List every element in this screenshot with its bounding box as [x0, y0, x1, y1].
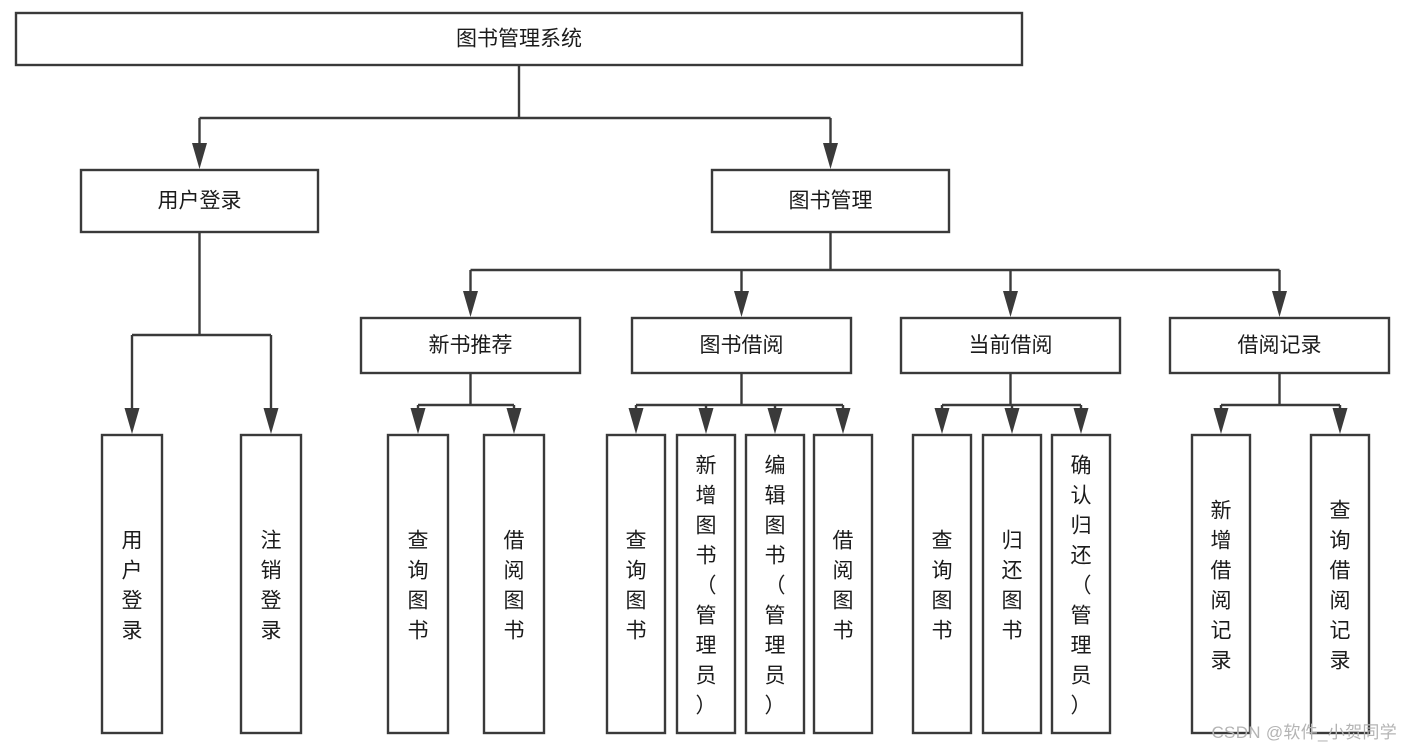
- node-borrow-record[interactable]: 借阅记录: [1168, 316, 1391, 375]
- node-box[interactable]: [981, 433, 1043, 735]
- node-user-login[interactable]: 用户登录: [79, 168, 320, 234]
- arrow-head-icon: [734, 291, 749, 317]
- node-label: 图书管理: [789, 190, 873, 213]
- node-label: 确认归还（管理员）: [1071, 454, 1092, 717]
- node-box[interactable]: [100, 433, 164, 735]
- arrow-head-icon: [1004, 408, 1020, 434]
- node-book-manage[interactable]: 图书管理: [710, 168, 951, 234]
- node-box[interactable]: [1190, 433, 1252, 735]
- node-label: 新增借阅记录: [1211, 499, 1232, 672]
- arrow-head-icon: [1272, 291, 1287, 317]
- node-box[interactable]: [14, 11, 1024, 67]
- node-label: 编辑图书（管理员）: [765, 454, 786, 717]
- node-leaf-query-record[interactable]: 查询借阅记录: [1309, 433, 1371, 735]
- node-box[interactable]: [79, 168, 320, 234]
- node-label: 图书管理系统: [456, 28, 582, 51]
- node-label: 用户登录: [158, 190, 242, 213]
- node-label: 归还图书: [1002, 529, 1023, 642]
- node-box[interactable]: [605, 433, 667, 735]
- node-label: 借阅记录: [1238, 334, 1322, 357]
- node-new-book-rec[interactable]: 新书推荐: [359, 316, 582, 375]
- node-box[interactable]: [710, 168, 951, 234]
- node-leaf-query-book-1[interactable]: 查询图书: [386, 433, 450, 735]
- arrow-head-icon: [1213, 408, 1229, 434]
- node-leaf-confirm-return[interactable]: 确认归还（管理员）: [1050, 433, 1112, 735]
- node-leaf-return-book[interactable]: 归还图书: [981, 433, 1043, 735]
- connector-layer: [124, 65, 1348, 434]
- node-label: 图书借阅: [700, 334, 784, 357]
- node-box[interactable]: [744, 433, 806, 735]
- arrow-head-icon: [506, 408, 522, 434]
- node-leaf-user-login[interactable]: 用户登录: [100, 433, 164, 735]
- node-leaf-borrow-book-2[interactable]: 借阅图书: [812, 433, 874, 735]
- arrow-head-icon: [463, 291, 478, 317]
- arrow-head-icon: [823, 143, 838, 169]
- node-box[interactable]: [482, 433, 546, 735]
- node-label: 新书推荐: [429, 334, 513, 357]
- node-label: 查询图书: [932, 529, 953, 642]
- arrow-head-icon: [192, 143, 207, 169]
- node-box[interactable]: [1309, 433, 1371, 735]
- node-layer: 图书管理系统用户登录图书管理新书推荐图书借阅当前借阅借阅记录用户登录注销登录查询…: [14, 11, 1391, 735]
- node-leaf-add-record[interactable]: 新增借阅记录: [1190, 433, 1252, 735]
- node-leaf-borrow-book-1[interactable]: 借阅图书: [482, 433, 546, 735]
- node-label: 查询借阅记录: [1330, 499, 1351, 672]
- arrow-head-icon: [1332, 408, 1348, 434]
- node-label: 新增图书（管理员）: [696, 454, 717, 717]
- watermark-text: CSDN @软件_小贺同学: [1211, 723, 1397, 742]
- node-box[interactable]: [386, 433, 450, 735]
- arrow-head-icon: [767, 408, 783, 434]
- arrow-head-icon: [628, 408, 644, 434]
- node-leaf-logout[interactable]: 注销登录: [239, 433, 303, 735]
- arrow-head-icon: [934, 408, 950, 434]
- arrow-head-icon: [263, 408, 279, 434]
- node-box[interactable]: [630, 316, 853, 375]
- arrow-head-icon: [835, 408, 851, 434]
- arrow-head-icon: [698, 408, 714, 434]
- node-label: 借阅图书: [833, 529, 854, 642]
- node-box[interactable]: [1050, 433, 1112, 735]
- node-box[interactable]: [359, 316, 582, 375]
- node-book-borrow[interactable]: 图书借阅: [630, 316, 853, 375]
- node-label: 注销登录: [261, 529, 282, 642]
- arrow-head-icon: [1003, 291, 1018, 317]
- node-label: 查询图书: [626, 529, 647, 642]
- node-leaf-add-book[interactable]: 新增图书（管理员）: [675, 433, 737, 735]
- node-leaf-query-book-2[interactable]: 查询图书: [605, 433, 667, 735]
- node-leaf-query-book-3[interactable]: 查询图书: [911, 433, 973, 735]
- node-box[interactable]: [899, 316, 1122, 375]
- node-root[interactable]: 图书管理系统: [14, 11, 1024, 67]
- node-box[interactable]: [812, 433, 874, 735]
- node-current-borrow[interactable]: 当前借阅: [899, 316, 1122, 375]
- node-box[interactable]: [1168, 316, 1391, 375]
- node-label: 当前借阅: [969, 334, 1053, 357]
- node-label: 借阅图书: [504, 529, 525, 642]
- arrow-head-icon: [410, 408, 426, 434]
- arrow-head-icon: [1073, 408, 1089, 434]
- node-leaf-edit-book[interactable]: 编辑图书（管理员）: [744, 433, 806, 735]
- node-box[interactable]: [911, 433, 973, 735]
- node-label: 用户登录: [122, 529, 143, 642]
- arrow-head-icon: [124, 408, 140, 434]
- node-box[interactable]: [675, 433, 737, 735]
- node-box[interactable]: [239, 433, 303, 735]
- node-label: 查询图书: [408, 529, 429, 642]
